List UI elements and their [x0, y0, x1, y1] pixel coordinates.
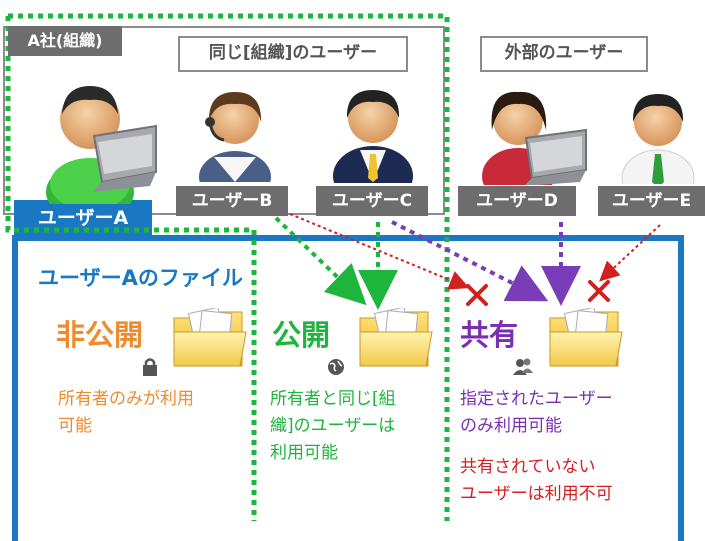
arrow-c-to-shared: [391, 220, 549, 302]
public-desc-line1: 所有者と同じ[組: [270, 389, 396, 409]
private-desc-line2: 可能: [58, 416, 92, 436]
shared-desc-line4: ユーザーは利用不可: [460, 484, 613, 504]
person-laptop-icon: [46, 86, 157, 204]
arrow-b-to-shared-denied: [289, 213, 470, 290]
same-org-label: 同じ[組織]のユーザー: [178, 36, 408, 72]
connectors-layer: [5, 13, 661, 521]
public-desc-line2: 織]のユーザーは: [270, 416, 396, 436]
shared-desc-line2: のみ利用可能: [460, 416, 562, 436]
shared-desc-line1: 指定されたユーザー: [460, 389, 613, 409]
person-headset-icon: [199, 92, 271, 182]
people-icon: [513, 358, 533, 375]
folder-icon: [359, 308, 433, 367]
folder-icon: [173, 308, 247, 367]
arrow-e-to-shared-denied: [599, 224, 661, 282]
files-title: ユーザーAのファイル: [38, 266, 243, 290]
user-c-tag: ユーザーC: [316, 186, 428, 216]
private-title: 非公開: [56, 318, 144, 352]
folder-icon: [549, 308, 623, 367]
private-desc-line1: 所有者のみが利用: [58, 389, 194, 409]
lock-icon: [143, 358, 157, 376]
company-label: A社(組織): [8, 26, 122, 56]
public-title: 公開: [272, 318, 331, 352]
person-suit-icon: [333, 90, 413, 183]
deny-x-icon: [466, 284, 488, 306]
shared-desc-line3: 共有されていない: [460, 457, 596, 477]
user-e-tag: ユーザーE: [598, 186, 705, 216]
public-desc-line3: 利用可能: [270, 443, 338, 463]
user-b-tag: ユーザーB: [176, 186, 288, 216]
deny-x-icon: [588, 280, 610, 302]
globe-icon: [328, 359, 344, 375]
shared-title: 共有: [460, 318, 519, 352]
arrow-b-to-public: [274, 216, 367, 306]
person-tie-icon: [621, 94, 695, 184]
person-laptop-icon: [482, 91, 587, 185]
user-d-tag: ユーザーD: [458, 186, 576, 216]
external-label: 外部のユーザー: [480, 36, 648, 72]
